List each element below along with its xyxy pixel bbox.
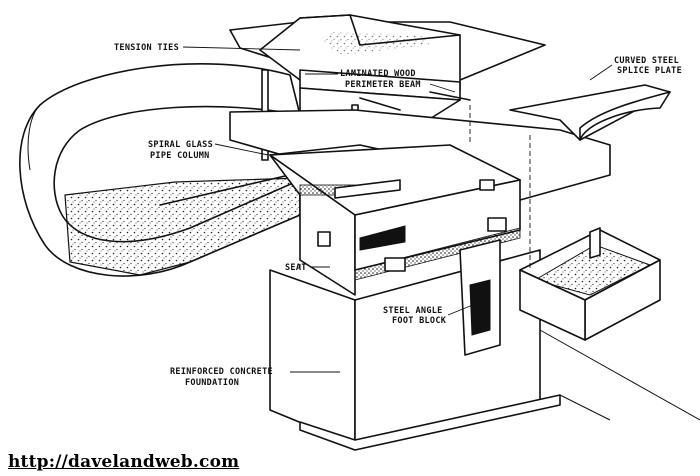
curved-steel-splice-plate [509,84,671,141]
svg-text:FOOT BLOCK: FOOT BLOCK [392,316,447,326]
svg-text:CURVED STEEL: CURVED STEEL [614,56,679,66]
label-tension-ties: TENSION TIES [114,43,301,53]
label-steel-angle-foot-block: STEEL ANGLE FOOT BLOCK [383,299,486,326]
source-url-credit[interactable]: http://davelandweb.com [8,452,240,472]
svg-text:PIPE COLUMN: PIPE COLUMN [150,151,210,161]
svg-text:SPLICE PLATE: SPLICE PLATE [617,66,682,76]
label-reinforced-concrete-foundation: REINFORCED CONCRETE FOUNDATION [170,367,340,388]
steel-angle-foot-block [459,239,501,356]
tension-rail [334,179,401,199]
label-laminated-wood-beam: LAMINATED WOOD PERIMETER BEAM [305,69,456,93]
label-seat: SEAT [285,263,330,273]
svg-text:FOUNDATION: FOUNDATION [185,378,239,388]
cantilever-wing [19,63,301,277]
roof-assembly [229,14,546,126]
svg-text:LAMINATED WOOD: LAMINATED WOOD [340,69,416,79]
svg-text:SEAT: SEAT [285,263,307,273]
svg-text:STEEL ANGLE: STEEL ANGLE [383,306,443,316]
svg-text:REINFORCED CONCRETE: REINFORCED CONCRETE [170,367,273,377]
svg-text:TENSION TIES: TENSION TIES [114,43,179,53]
label-curved-steel-splice-plate: CURVED STEEL SPLICE PLATE [589,56,682,81]
label-spiral-glass-pipe-column: SPIRAL GLASS PIPE COLUMN [148,140,269,161]
svg-text:SPIRAL GLASS: SPIRAL GLASS [148,140,213,150]
channel-fragment [519,227,661,341]
svg-text:PERIMETER BEAM: PERIMETER BEAM [345,80,421,90]
